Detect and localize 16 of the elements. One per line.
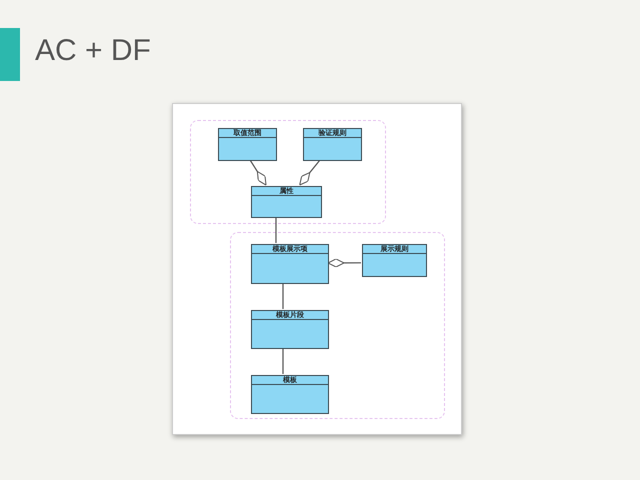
slide-title: AC + DF — [35, 34, 151, 68]
class-box — [218, 128, 277, 161]
aggregation-line — [328, 258, 361, 268]
class-box — [251, 375, 329, 414]
association-line — [282, 348, 284, 374]
association-line — [275, 217, 277, 243]
package-frame — [230, 232, 445, 419]
aggregation-line — [250, 160, 266, 186]
class-box — [251, 310, 329, 349]
aggregation-line — [299, 160, 320, 186]
package-frame — [190, 120, 386, 224]
class-box — [251, 186, 322, 218]
association-line — [282, 283, 284, 309]
class-box — [362, 244, 427, 277]
class-box — [251, 244, 329, 284]
class-box — [303, 128, 362, 161]
